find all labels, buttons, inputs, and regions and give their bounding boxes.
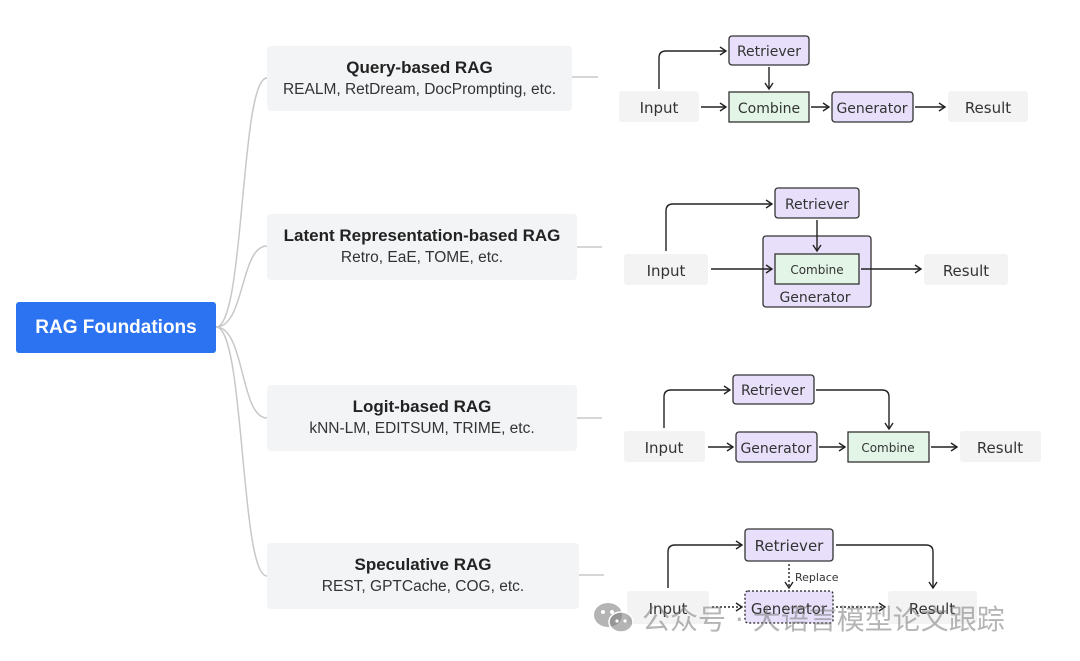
retriever-label: Retriever (737, 44, 801, 60)
category-title: Logit-based RAG (352, 397, 492, 416)
input-node[interactable] (624, 254, 708, 285)
result-node[interactable] (924, 254, 1008, 285)
input-node[interactable] (627, 591, 709, 624)
retriever-node[interactable] (774, 187, 860, 219)
result-label: Result (965, 99, 1011, 117)
generator-node[interactable] (744, 590, 834, 624)
arrow-input-retriever (658, 46, 728, 89)
result-node[interactable] (960, 431, 1041, 462)
result-node[interactable] (888, 591, 977, 624)
input-node[interactable] (624, 431, 705, 462)
category-logit-based[interactable]: Logit-based RAG kNN-LM, EDITSUM, TRIME, … (267, 385, 577, 451)
input-label: Input (647, 262, 686, 280)
replace-label: Replace (795, 571, 839, 584)
input-label: Input (640, 99, 679, 117)
category-examples: Retro, EaE, TOME, etc. (340, 249, 504, 266)
result-label: Result (977, 439, 1023, 457)
arrow-input-retriever (667, 540, 744, 588)
generator-node[interactable] (831, 91, 914, 123)
input-label: Input (649, 600, 688, 618)
root-node[interactable]: RAG Foundations (16, 302, 216, 353)
arrow-retriever-result (836, 544, 938, 590)
input-label: Input (645, 439, 684, 457)
category-title: Query-based RAG (346, 57, 493, 77)
generator-label: Generator (751, 600, 828, 618)
category-latent-representation[interactable]: Latent Representation-based RAG Retro, E… (267, 214, 577, 280)
connector-latent (215, 245, 268, 328)
retriever-label: Retriever (755, 537, 825, 555)
generator-label: Generator (779, 290, 850, 306)
arrow-input-retriever (663, 385, 732, 428)
result-node[interactable] (948, 91, 1028, 122)
result-label: Result (943, 262, 989, 280)
category-title: Speculative RAG (354, 555, 492, 574)
result-label: Result (909, 600, 955, 618)
combine-label: Combine (861, 441, 914, 455)
category-title: Latent Representation-based RAG (283, 226, 561, 245)
category-speculative[interactable]: Speculative RAG REST, GPTCache, COG, etc… (267, 543, 579, 609)
retriever-node[interactable] (744, 528, 834, 562)
combine-node[interactable] (847, 431, 930, 463)
combine-label: Combine (738, 101, 800, 117)
category-examples: REST, GPTCache, COG, etc. (321, 578, 525, 595)
combine-node[interactable] (774, 253, 860, 285)
connector-logit (215, 326, 268, 419)
category-examples: REALM, RetDream, DocPrompting, etc. (282, 80, 557, 98)
generator-label: Generator (740, 441, 811, 457)
combine-node[interactable] (728, 91, 810, 123)
category-examples: kNN-LM, EDITSUM, TRIME, etc. (309, 420, 535, 437)
retriever-node[interactable] (732, 374, 815, 405)
connector-query (215, 77, 268, 328)
arrow-retriever-combine (816, 389, 894, 431)
diagram-query-based: Input Retriever Combine Generator Result (619, 35, 1028, 123)
retriever-label: Retriever (785, 197, 849, 213)
input-node[interactable] (619, 91, 699, 122)
diagram-logit-based: Input Retriever Generator Combine Result (624, 374, 1041, 463)
diagram-speculative: Input Retriever Replace Generator Result (627, 528, 977, 624)
connector-speculative (215, 326, 268, 577)
diagram-latent-representation: Input Retriever Generator Combine Result (624, 187, 1008, 308)
combine-label: Combine (790, 263, 843, 277)
generator-node[interactable] (735, 431, 818, 463)
retriever-label: Retriever (741, 383, 805, 399)
category-query-based[interactable]: Query-based RAG REALM, RetDream, DocProm… (267, 46, 572, 111)
arrow-input-retriever (665, 199, 774, 251)
retriever-node[interactable] (728, 35, 810, 66)
generator-label: Generator (836, 101, 907, 117)
